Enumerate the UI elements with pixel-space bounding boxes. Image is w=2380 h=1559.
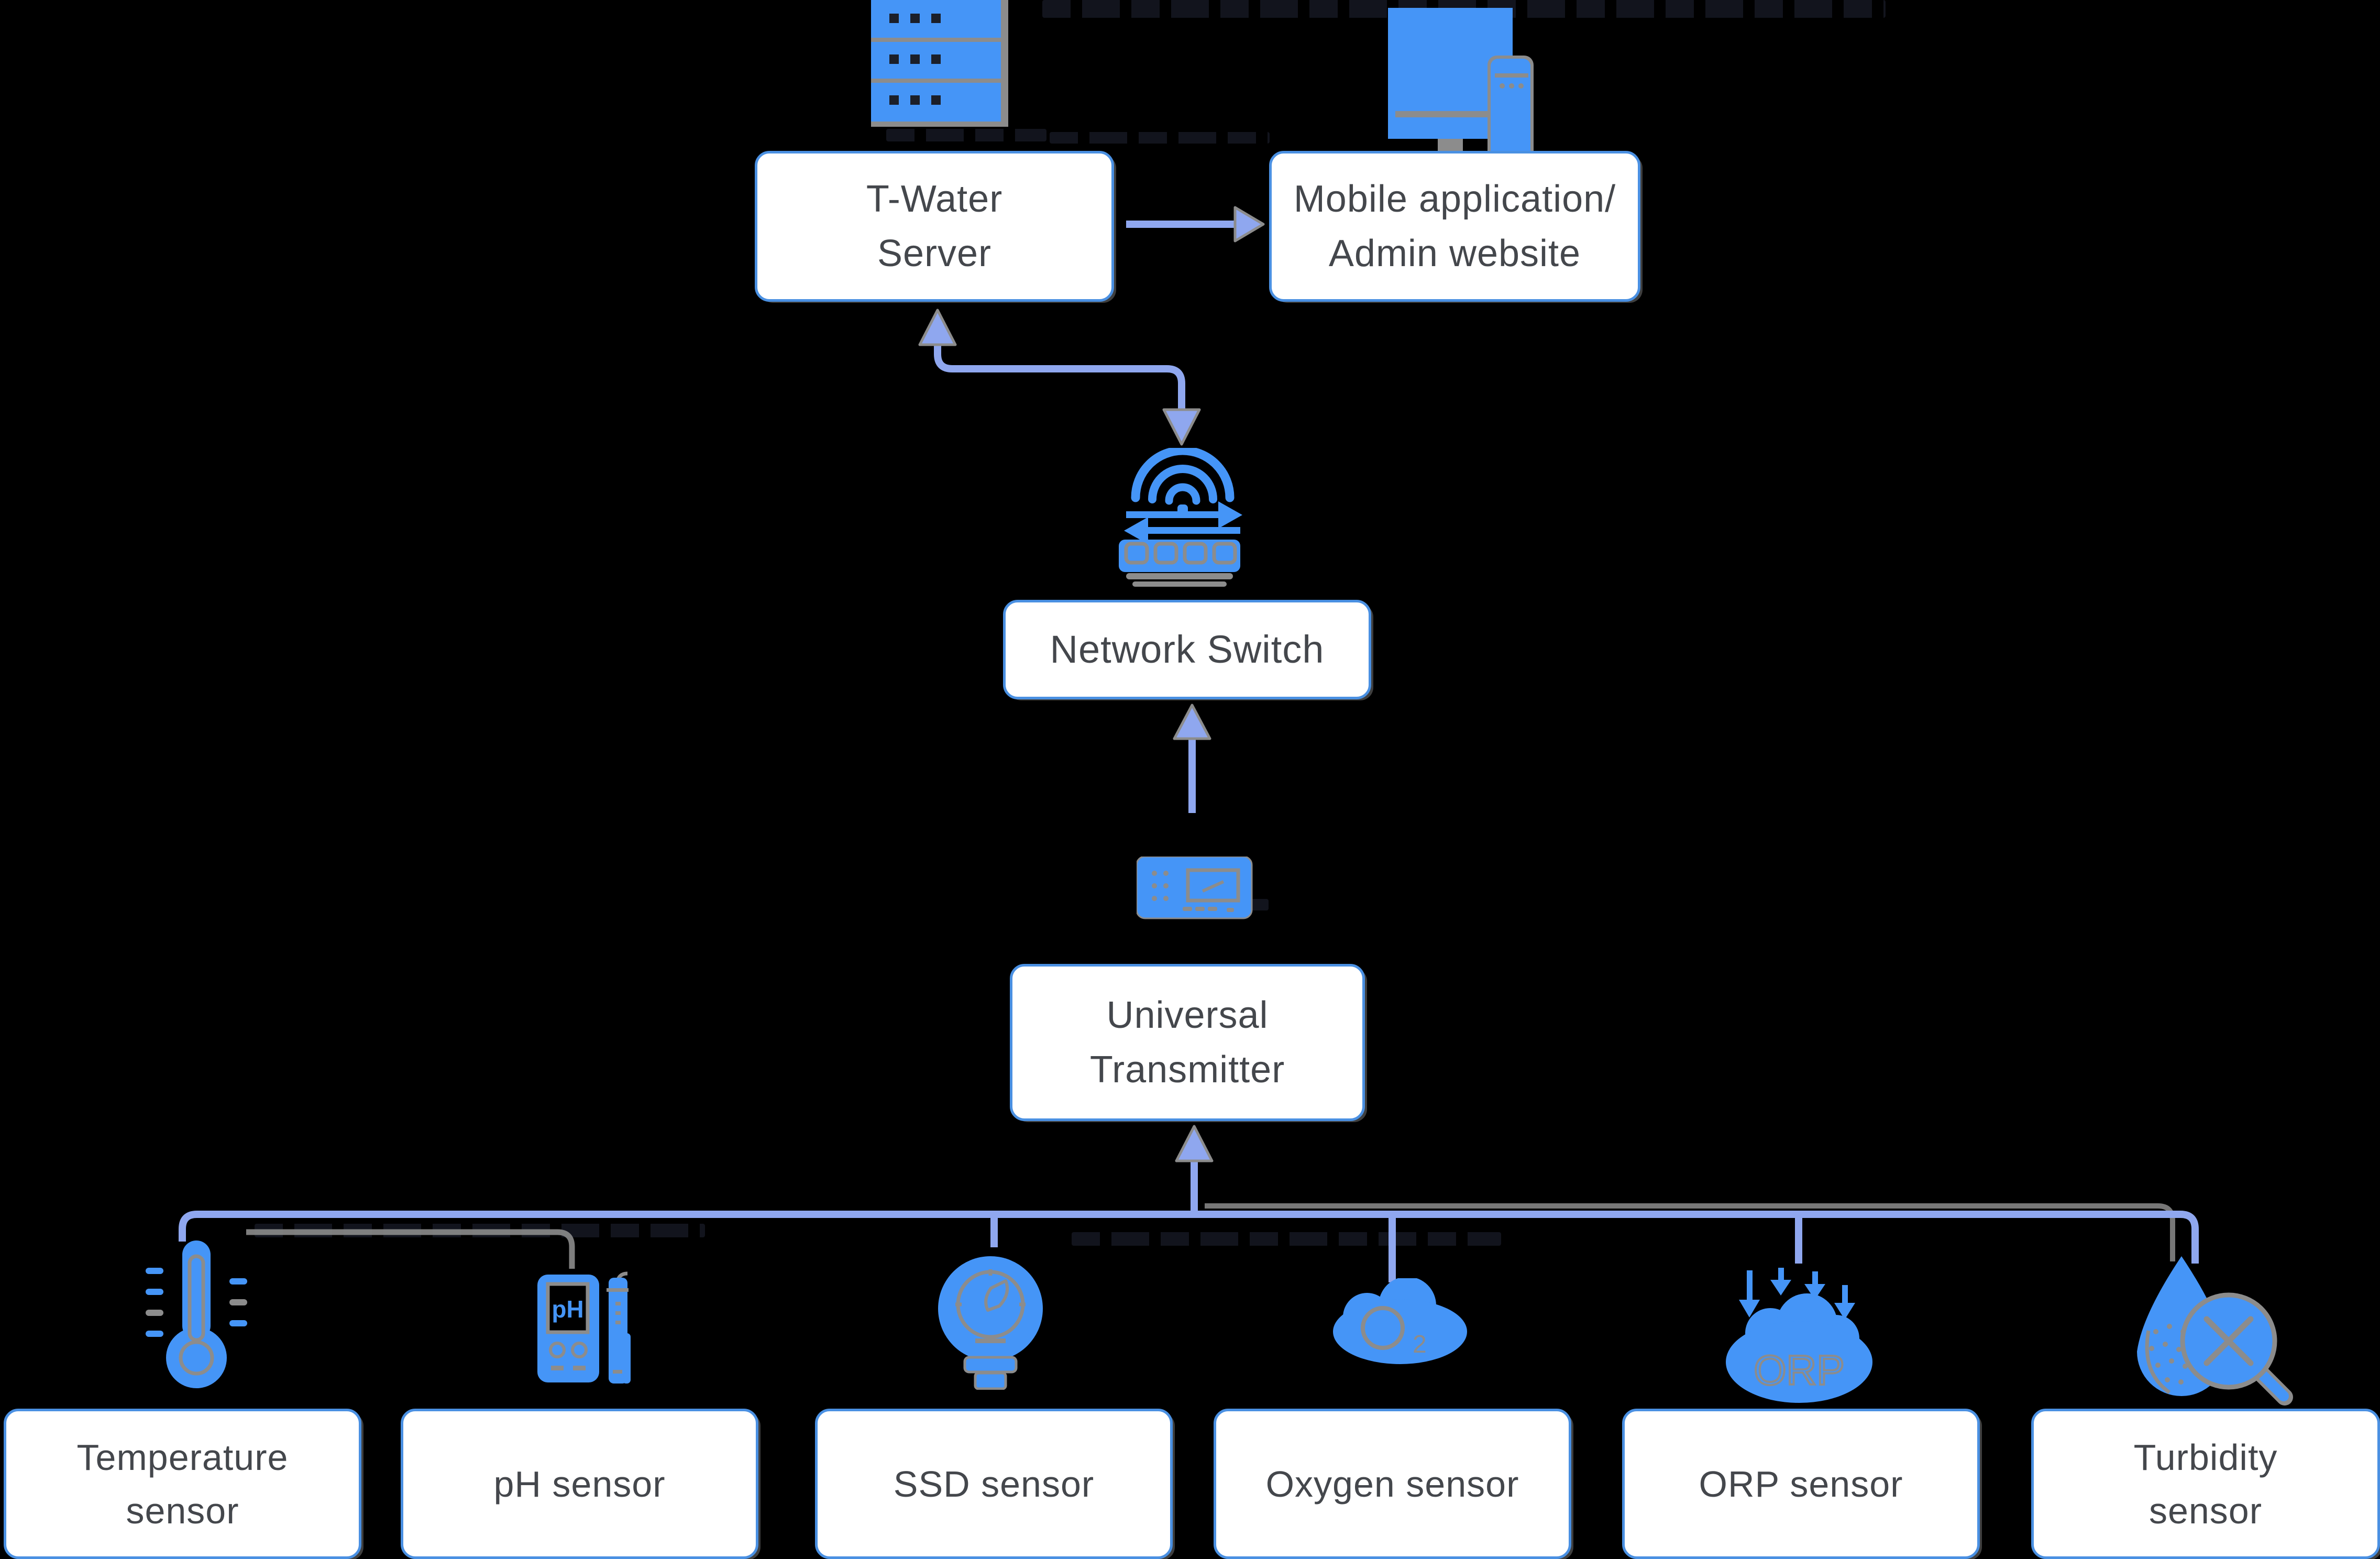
pressure-gauge-icon	[938, 1256, 1043, 1390]
sensor-label: sensor	[126, 1490, 239, 1531]
ph-meter-icon: pH	[537, 1271, 631, 1384]
sensor-label: pH sensor	[493, 1463, 666, 1505]
connector-echo-ph	[246, 1229, 575, 1269]
thermometer-icon	[146, 1240, 247, 1388]
wifi-router-icon	[1119, 448, 1242, 587]
sensor-label: Turbidity	[2133, 1436, 2278, 1478]
server-box-label-line2: Server	[877, 233, 992, 275]
oxygen-cloud-icon: 2	[1333, 1278, 1467, 1364]
arrowhead-up-server	[918, 309, 957, 346]
client-box-label-line1: Mobile application/	[1293, 178, 1616, 220]
client-box: Mobile application/ Admin website	[1269, 151, 1640, 302]
sensor-box-temperature: Temperature sensor	[4, 1409, 361, 1559]
connector-server-switch	[934, 342, 1185, 414]
sensor-box-turbidity: Turbidity sensor	[2031, 1409, 2380, 1559]
client-box-label-line2: Admin website	[1328, 233, 1581, 275]
oxygen-letter-ring	[1361, 1306, 1405, 1350]
sensor-box-oxygen: Oxygen sensor	[1214, 1409, 1571, 1559]
sensor-label: Temperature	[76, 1436, 289, 1478]
clipped-text-artifact	[1072, 1232, 1501, 1246]
turbidity-drop-icon	[2137, 1256, 2293, 1406]
sensor-box-orp: ORP sensor	[1622, 1409, 1980, 1559]
clipped-text-artifact	[255, 1224, 705, 1237]
server-box-label-line1: T-Water	[866, 178, 1003, 220]
network-switch-box: Network Switch	[1003, 600, 1371, 699]
sensor-box-ph: pH sensor	[401, 1409, 758, 1559]
network-switch-label: Network Switch	[1050, 628, 1325, 671]
server-box: T-Water Server	[755, 151, 1114, 302]
arrowhead-up-transmitter	[1175, 1125, 1214, 1162]
clipped-text-artifact	[1050, 132, 1270, 144]
transmitter-label-line2: Transmitter	[1089, 1049, 1285, 1091]
clipped-text-artifact	[886, 129, 1046, 141]
sensor-label: sensor	[2148, 1490, 2263, 1531]
universal-transmitter-icon	[1137, 857, 1253, 919]
orp-cloud-icon: ORP	[1726, 1268, 1872, 1403]
sensor-label: ORP sensor	[1699, 1463, 1903, 1505]
sensor-label: Oxygen sensor	[1265, 1463, 1519, 1505]
orp-cloud-text: ORP	[1754, 1347, 1844, 1393]
arrowhead-right-client	[1233, 206, 1265, 243]
arrowhead-up-switch	[1173, 704, 1211, 740]
server-rack-icon	[871, 0, 1008, 127]
sensor-label: SSD sensor	[893, 1463, 1095, 1505]
ph-screen-text: pH	[552, 1295, 583, 1323]
transmitter-label-line1: Universal	[1106, 994, 1269, 1036]
oxygen-subscript: 2	[1413, 1331, 1427, 1358]
arrowhead-down-switch	[1162, 408, 1201, 446]
sensor-box-ssd: SSD sensor	[815, 1409, 1173, 1559]
universal-transmitter-box: Universal Transmitter	[1010, 964, 1365, 1121]
